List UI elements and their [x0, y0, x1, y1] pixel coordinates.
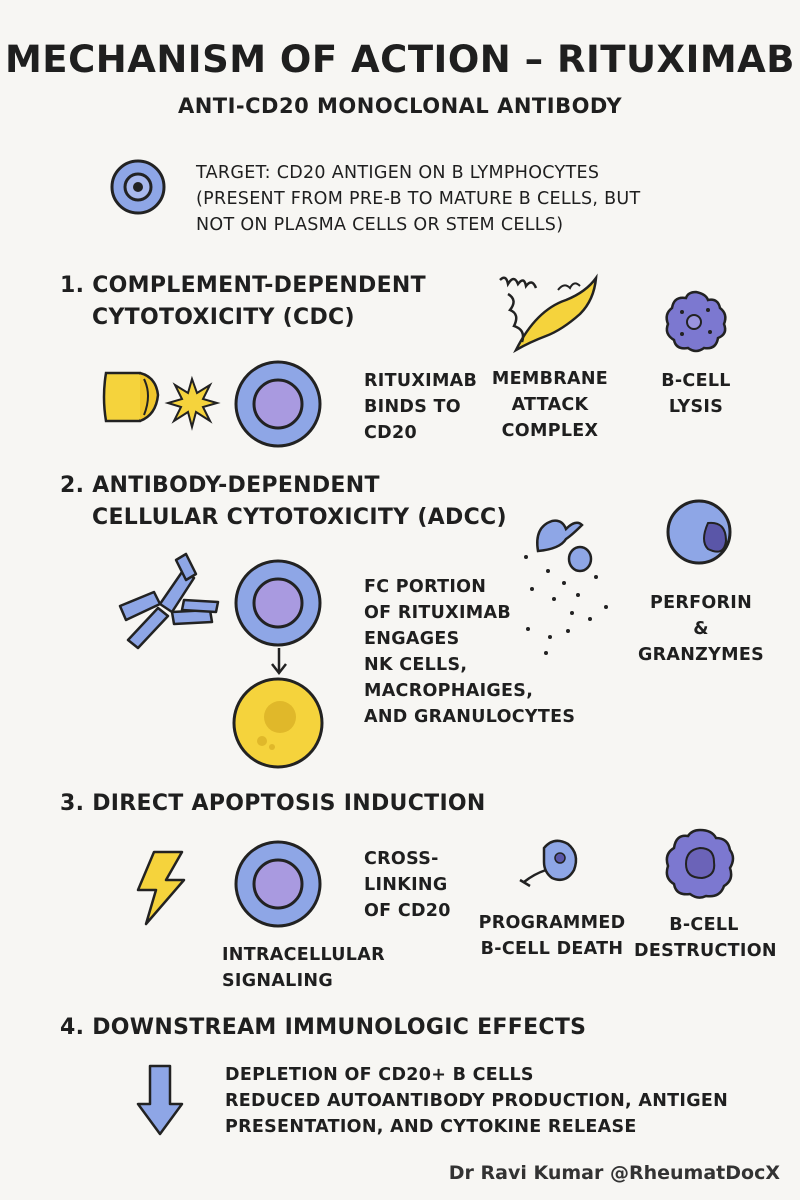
section2-heading: 2. ANTIBODY-DEPENDENT CELLULAR CYTOTOXIC…	[60, 470, 507, 534]
section4-heading: 4. DOWNSTREAM IMMUNOLOGIC EFFECTS	[60, 1015, 587, 1040]
author-credit: Dr Ravi Kumar @RheumatDocX	[448, 1162, 780, 1184]
page-subtitle: ANTI-CD20 MONOCLONAL ANTIBODY	[177, 94, 623, 118]
b-cell-lysis-label: B-CELL LYSIS	[646, 368, 746, 420]
binds-line-1: RITUXIMAB	[364, 371, 478, 391]
fc-line-2: OF RITUXIMAB	[364, 603, 511, 623]
programmed-cell-death-label: PROGRAMMED B-CELL DEATH	[472, 910, 632, 962]
antibody-icon	[118, 552, 220, 650]
page-title: MECHANISM OF ACTION – RITUXIMAB	[4, 38, 795, 81]
section1-heading-line-1: 1. COMPLEMENT-DEPENDENT	[60, 273, 426, 298]
signaling-line-2: SIGNALING	[222, 971, 334, 991]
down-arrow-large-icon	[136, 1064, 184, 1136]
target-line-3: NOT ON PLASMA CELLS OR STEM CELLS)	[196, 215, 564, 235]
destruction-line-2: DESTRUCTION	[634, 941, 777, 961]
death-line-2: B-CELL DEATH	[480, 939, 624, 959]
intracellular-signaling-label: INTRACELLULAR SIGNALING	[222, 942, 385, 994]
fc-line-1: FC PORTION	[364, 577, 487, 597]
death-line-1: PROGRAMMED	[478, 913, 626, 933]
b-cell-icon-3	[234, 840, 322, 928]
fc-line-3: ENGAGES	[364, 629, 460, 649]
binds-line-3: CD20	[364, 423, 417, 443]
destruction-line-1: B-CELL	[669, 915, 739, 935]
perforin-line-3: GRANZYMES	[637, 645, 765, 665]
fc-line-5: MACROPHAIGES,	[364, 681, 534, 701]
b-cell-icon-2	[234, 559, 322, 647]
mac-line-1: MEMBRANE	[491, 369, 609, 389]
perforin-line-2: &	[693, 619, 709, 639]
crosslink-line-3: OF CD20	[364, 901, 451, 921]
crosslink-line-2: LINKING	[364, 875, 448, 895]
target-description: TARGET: CD20 ANTIGEN ON B LYMPHOCYTES (P…	[196, 160, 641, 238]
b-cell-icon	[234, 360, 322, 448]
section2-heading-line-1: 2. ANTIBODY-DEPENDENT	[60, 473, 380, 498]
lysed-b-cell-icon	[665, 290, 727, 353]
fc-portion-label: FC PORTION OF RITUXIMAB ENGAGES NK CELLS…	[364, 574, 575, 730]
cross-linking-label: CROSS- LINKING OF CD20	[364, 846, 451, 924]
downstream-line-2: REDUCED AUTOANTIBODY PRODUCTION, ANTIGEN	[225, 1091, 729, 1111]
target-line-2: (PRESENT FROM PRE-B TO MATURE B CELLS, B…	[196, 189, 641, 209]
target-line-1: TARGET: CD20 ANTIGEN ON B LYMPHOCYTES	[196, 163, 600, 183]
starburst-icon	[164, 375, 221, 431]
section3-heading: 3. DIRECT APOPTOSIS INDUCTION	[60, 791, 486, 816]
section1-heading: 1. COMPLEMENT-DEPENDENT CYTOTOXICITY (CD…	[60, 270, 426, 334]
crosslink-line-1: CROSS-	[364, 849, 439, 869]
fc-line-4: NK CELLS,	[364, 655, 468, 675]
mac-line-2: ATTACK	[511, 395, 589, 415]
binds-line-2: BINDS TO	[364, 397, 461, 417]
destroyed-b-cell-icon	[665, 828, 735, 899]
down-arrow-icon	[271, 648, 287, 676]
signaling-line-1: INTRACELLULAR	[222, 945, 385, 965]
perforin-granzymes-label: PERFORIN & GRANZYMES	[636, 590, 766, 668]
mac-line-3: COMPLEX	[501, 421, 599, 441]
lysis-line-2: LYSIS	[668, 397, 724, 417]
b-cell-destruction-label: B-CELL DESTRUCTION	[634, 912, 777, 964]
downstream-effects-text: DEPLETION OF CD20+ B CELLS REDUCED AUTOA…	[225, 1062, 728, 1140]
fc-line-6: AND GRANULOCYTES	[364, 707, 576, 727]
binds-to-cd20-label: RITUXIMAB BINDS TO CD20	[364, 368, 477, 446]
downstream-line-1: DEPLETION OF CD20+ B CELLS	[225, 1065, 534, 1085]
target-cell-icon	[110, 159, 166, 215]
nk-cell-icon	[232, 677, 324, 769]
macrophage-icon	[666, 499, 732, 565]
lysis-line-1: B-CELL	[661, 371, 731, 391]
granule-release-icon	[524, 519, 608, 655]
lightning-bolt-icon	[136, 850, 186, 926]
membrane-attack-complex-icon	[499, 273, 598, 354]
perforin-line-1: PERFORIN	[649, 593, 753, 613]
antibody-fragment-icon	[102, 371, 160, 423]
section2-heading-line-2: CELLULAR CYTOTOXICITY (ADCC)	[92, 505, 507, 530]
apoptotic-cell-icon	[519, 839, 578, 888]
section1-heading-line-2: CYTOTOXICITY (CDC)	[92, 305, 355, 330]
membrane-attack-complex-label: MEMBRANE ATTACK COMPLEX	[480, 366, 620, 444]
downstream-line-3: PRESENTATION, AND CYTOKINE RELEASE	[225, 1117, 637, 1137]
